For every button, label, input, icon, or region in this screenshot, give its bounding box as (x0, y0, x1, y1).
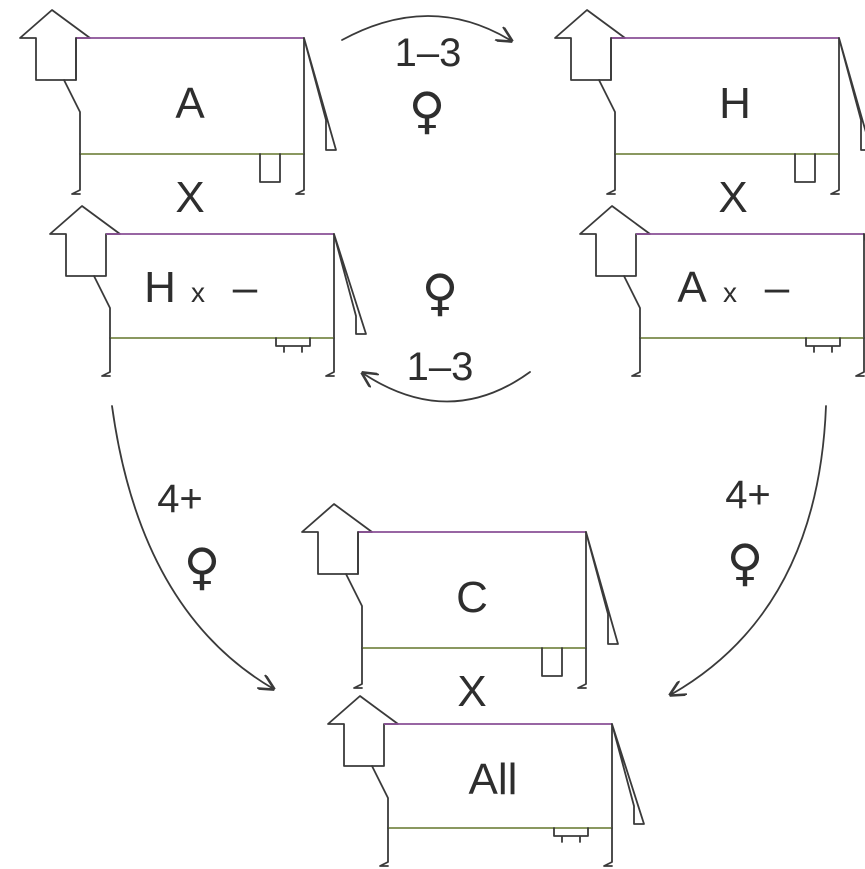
female-symbol: ♀ (727, 534, 764, 592)
sire-cow-bottom: C X (301, 503, 619, 716)
right-cycle-arrow (672, 405, 827, 694)
top-cycle-generations: 1–3 (395, 31, 462, 75)
left-cycle-generations: 4+ (157, 477, 203, 521)
dam-cow-bottom: All (327, 695, 645, 867)
dam-breed-label: A (677, 263, 707, 312)
left-cycle-arrow (111, 405, 272, 688)
cross-mark: X (175, 173, 204, 222)
top-cycle-arrow (341, 15, 510, 40)
sire-breed-label: H (719, 79, 751, 128)
right-cycle-generations: 4+ (725, 473, 771, 517)
female-symbol: ♀ (409, 82, 446, 140)
sire-cow-top-right: H X (554, 9, 865, 222)
dam-cow-top-left: H x – (49, 205, 367, 377)
dam-cow-top-right: A x – (579, 205, 865, 377)
dam-cross-x: x (723, 277, 737, 308)
dam-cross-x: x (191, 277, 205, 308)
sire-breed-label: C (456, 573, 488, 622)
female-symbol: ♀ (422, 264, 459, 322)
female-symbol: ♀ (184, 538, 221, 596)
cross-mark: X (718, 173, 747, 222)
dam-cross-dash: – (233, 263, 258, 312)
dam-cross-dash: – (765, 263, 790, 312)
dam-breed-label: H (144, 263, 176, 312)
sire-breed-label: A (175, 79, 205, 128)
cross-mark: X (457, 667, 486, 716)
middle-cycle-generations: 1–3 (407, 345, 474, 389)
middle-cycle-arrow (364, 372, 531, 403)
sire-cow-top-left: A X (19, 9, 337, 222)
dam-breed-label: All (469, 755, 518, 804)
